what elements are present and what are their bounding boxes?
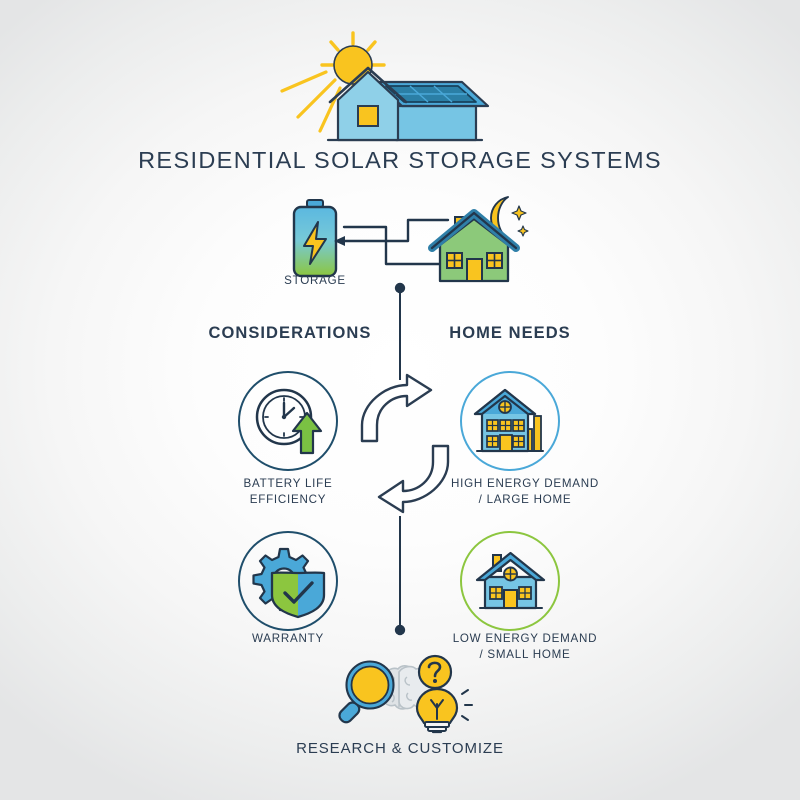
column-heading-home-needs: HOME NEEDS [449,324,571,342]
bottom-label: RESEARCH & CUSTOMIZE [296,740,504,757]
house-door [503,589,518,609]
cycle-arrow-counterclockwise [377,444,450,514]
checkmark-icon [283,581,314,604]
house-roof-outline [430,211,518,250]
magnifier-lens [346,661,394,709]
arrow-right [342,225,446,266]
house-windows [446,252,503,269]
star-icon-1 [511,205,527,221]
house-window-yellow [357,105,379,127]
cycle-arrows [355,373,455,514]
house-windows [489,586,532,600]
question-mark-badge-icon [417,654,453,690]
house-roof [475,551,546,582]
gear-shield-check-icon [252,545,326,619]
house-windows-lower [486,435,525,448]
research-magnifier-brain-bulb-icon [332,652,478,736]
solar-house-icon [280,28,520,146]
ring-high-energy [460,371,560,471]
star-icon-2 [517,225,529,237]
caption-low-energy: LOW ENERGY DEMAND / SMALL HOME [452,632,598,661]
house-body-right [394,104,478,142]
lightbulb-rays [461,689,473,721]
small-house-icon [474,546,548,616]
divider-dot-bottom [394,624,406,636]
storage-label: STORAGE [284,274,346,287]
clock-up-arrow-icon [252,385,324,457]
house-door [499,434,513,452]
house-gable-roof [328,66,408,104]
arrow-left [341,218,450,243]
caption-high-energy: HIGH ENERGY DEMAND / LARGE HOME [451,477,599,506]
large-house-barchart-icon [471,382,551,462]
ring-battery-life [238,371,338,471]
magnifier-icon [338,660,395,724]
cycle-arrow-clockwise [360,373,433,443]
battery-icon [285,198,345,280]
page-title: RESIDENTIAL SOLAR STORAGE SYSTEMS [138,147,662,173]
column-divider-line [384,280,416,640]
caption-battery-life: BATTERY LIFE EFFICIENCY [243,477,333,506]
ring-warranty [238,531,338,631]
solar-panel-grid [395,85,467,103]
lightning-bolt-icon [303,221,327,265]
divider-dot-top [394,282,406,294]
up-arrow-icon [291,411,323,455]
shield-right-half [298,573,324,617]
clock-center [281,414,287,420]
column-heading-considerations: CONSIDERATIONS [208,324,372,342]
night-house-icon [428,193,534,285]
house-door [466,258,483,282]
clock-hands [282,401,296,419]
lightbulb-icon [415,687,473,734]
house-windows-upper [486,419,525,432]
caption-warranty: WARRANTY [252,632,324,645]
arrow-left-head [334,236,345,246]
shield-outline [270,571,326,619]
house-roof-solid [473,388,537,416]
ring-low-energy [460,531,560,631]
